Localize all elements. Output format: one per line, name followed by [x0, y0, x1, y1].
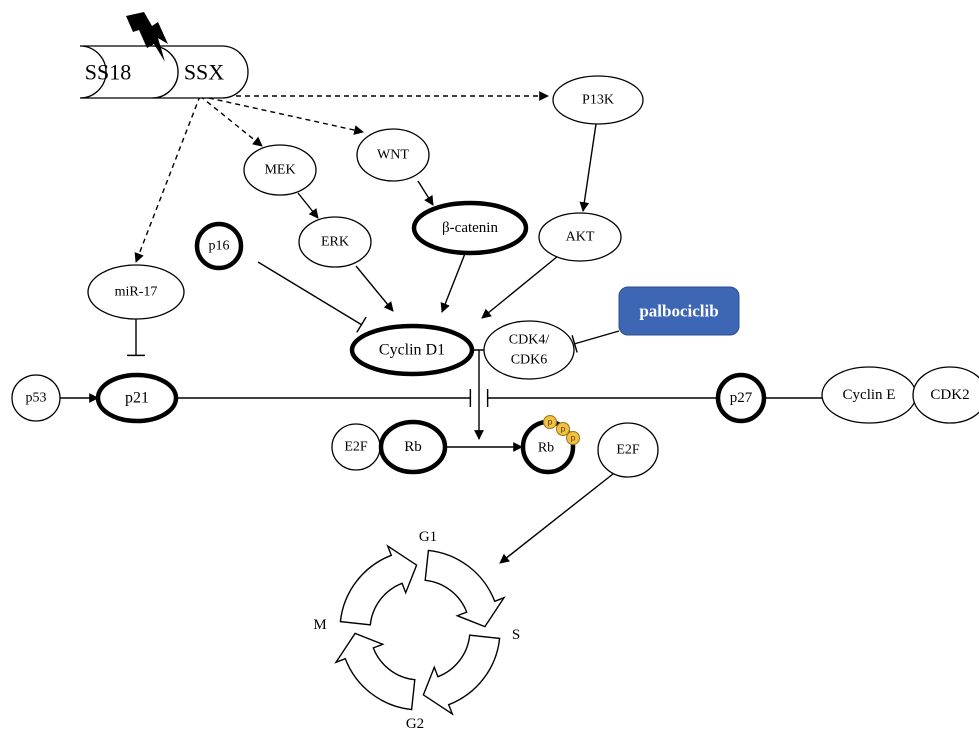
svg-text:CDK2: CDK2 [930, 387, 969, 403]
svg-text:WNT: WNT [377, 148, 409, 163]
svg-text:miR-17: miR-17 [115, 285, 158, 300]
edge-wnt-catenin [417, 180, 434, 206]
svg-text:Rb: Rb [404, 439, 422, 455]
node-mir17: miR-17 [87, 264, 185, 320]
cycle-arrow-g1-to-s [424, 549, 506, 628]
ssx-label: SSX [184, 60, 224, 85]
ss18-label: SS18 [85, 60, 131, 85]
svg-text:p: p [560, 425, 565, 434]
svg-text:CDK6: CDK6 [511, 353, 548, 368]
svg-text:p27: p27 [730, 390, 753, 406]
edge-pi3k-akt [579, 123, 597, 212]
svg-text:p16: p16 [209, 239, 230, 254]
svg-text:P13K: P13K [582, 93, 614, 108]
edge-akt-cyclind1 [481, 255, 559, 319]
node-cyclin-d1: Cyclin D1 [349, 323, 475, 377]
svg-text:p53: p53 [26, 391, 47, 406]
node-e2f-right: E2F [597, 422, 659, 478]
edge-fusion-mir17 [134, 95, 201, 263]
node-rb-phosphorylated: Rb p p p [520, 415, 580, 475]
svg-text:Rb: Rb [538, 441, 554, 456]
edge-erk-cyclind1 [355, 265, 394, 312]
node-rb: Rb [378, 419, 448, 475]
node-akt: AKT [538, 212, 622, 262]
edge-fusion-mek [199, 95, 263, 147]
svg-text:p21: p21 [125, 390, 149, 407]
node-pi3k: P13K [552, 75, 644, 125]
ss18-segment [79, 45, 179, 99]
phase-g2-label: G2 [406, 716, 424, 731]
svg-text:MEK: MEK [264, 163, 295, 178]
node-cdk4-cdk6: CDK4/ CDK6 [483, 320, 575, 380]
svg-text:Cyclin D1: Cyclin D1 [379, 342, 445, 359]
edge-p16-cyclind1 [257, 261, 367, 333]
nodes: MEK ERK WNT β-catenin P13K AKT p16 miR- [11, 75, 979, 478]
edge-fusion-wnt [199, 95, 364, 135]
node-erk: ERK [298, 216, 372, 268]
node-wnt: WNT [356, 128, 430, 182]
edge-mek-erk [297, 192, 319, 219]
cell-cycle: G1 S G2 M [313, 529, 520, 731]
svg-text:p: p [547, 418, 552, 427]
edge-catenin-cyclind1 [440, 250, 467, 313]
ss18-ssx-fusion: SS18 SSX [79, 12, 249, 99]
phase-m-label: M [313, 617, 326, 633]
svg-text:palbociclib: palbociclib [639, 302, 718, 321]
lightning-bolt-icon [126, 12, 168, 62]
svg-text:ERK: ERK [321, 235, 349, 250]
svg-text:CDK4/: CDK4/ [509, 333, 550, 348]
edge-palbo-cdk [571, 330, 620, 353]
node-beta-catenin: β-catenin [411, 200, 529, 256]
svg-text:β-catenin: β-catenin [442, 220, 498, 236]
node-p27: p27 [715, 372, 767, 424]
svg-text:p: p [570, 434, 575, 443]
palbociclib-drug-box: palbociclib [618, 286, 740, 336]
svg-text:E2F: E2F [616, 443, 640, 458]
node-e2f-left: E2F [331, 423, 381, 471]
cycle-arrow-s-to-g2 [422, 634, 501, 716]
cycle-arrow-g2-to-m [334, 632, 416, 711]
node-mek: MEK [243, 144, 317, 196]
phosphate-group: p p p [543, 415, 580, 445]
node-p16: p16 [194, 221, 244, 271]
node-p21: p21 [95, 372, 179, 424]
edge-e2f-cycle [499, 469, 619, 564]
node-cyclin-e: Cyclin E [821, 366, 917, 424]
phase-g1-label: G1 [419, 529, 437, 545]
svg-text:Cyclin E: Cyclin E [843, 387, 896, 403]
node-cdk2: CDK2 [912, 366, 979, 424]
cycle-arrow-m-to-g1 [339, 544, 418, 626]
svg-text:E2F: E2F [344, 440, 368, 455]
cell-cycle-arrows [334, 544, 506, 716]
node-p53: p53 [11, 374, 61, 422]
svg-text:AKT: AKT [566, 230, 595, 245]
phase-s-label: S [512, 627, 520, 643]
